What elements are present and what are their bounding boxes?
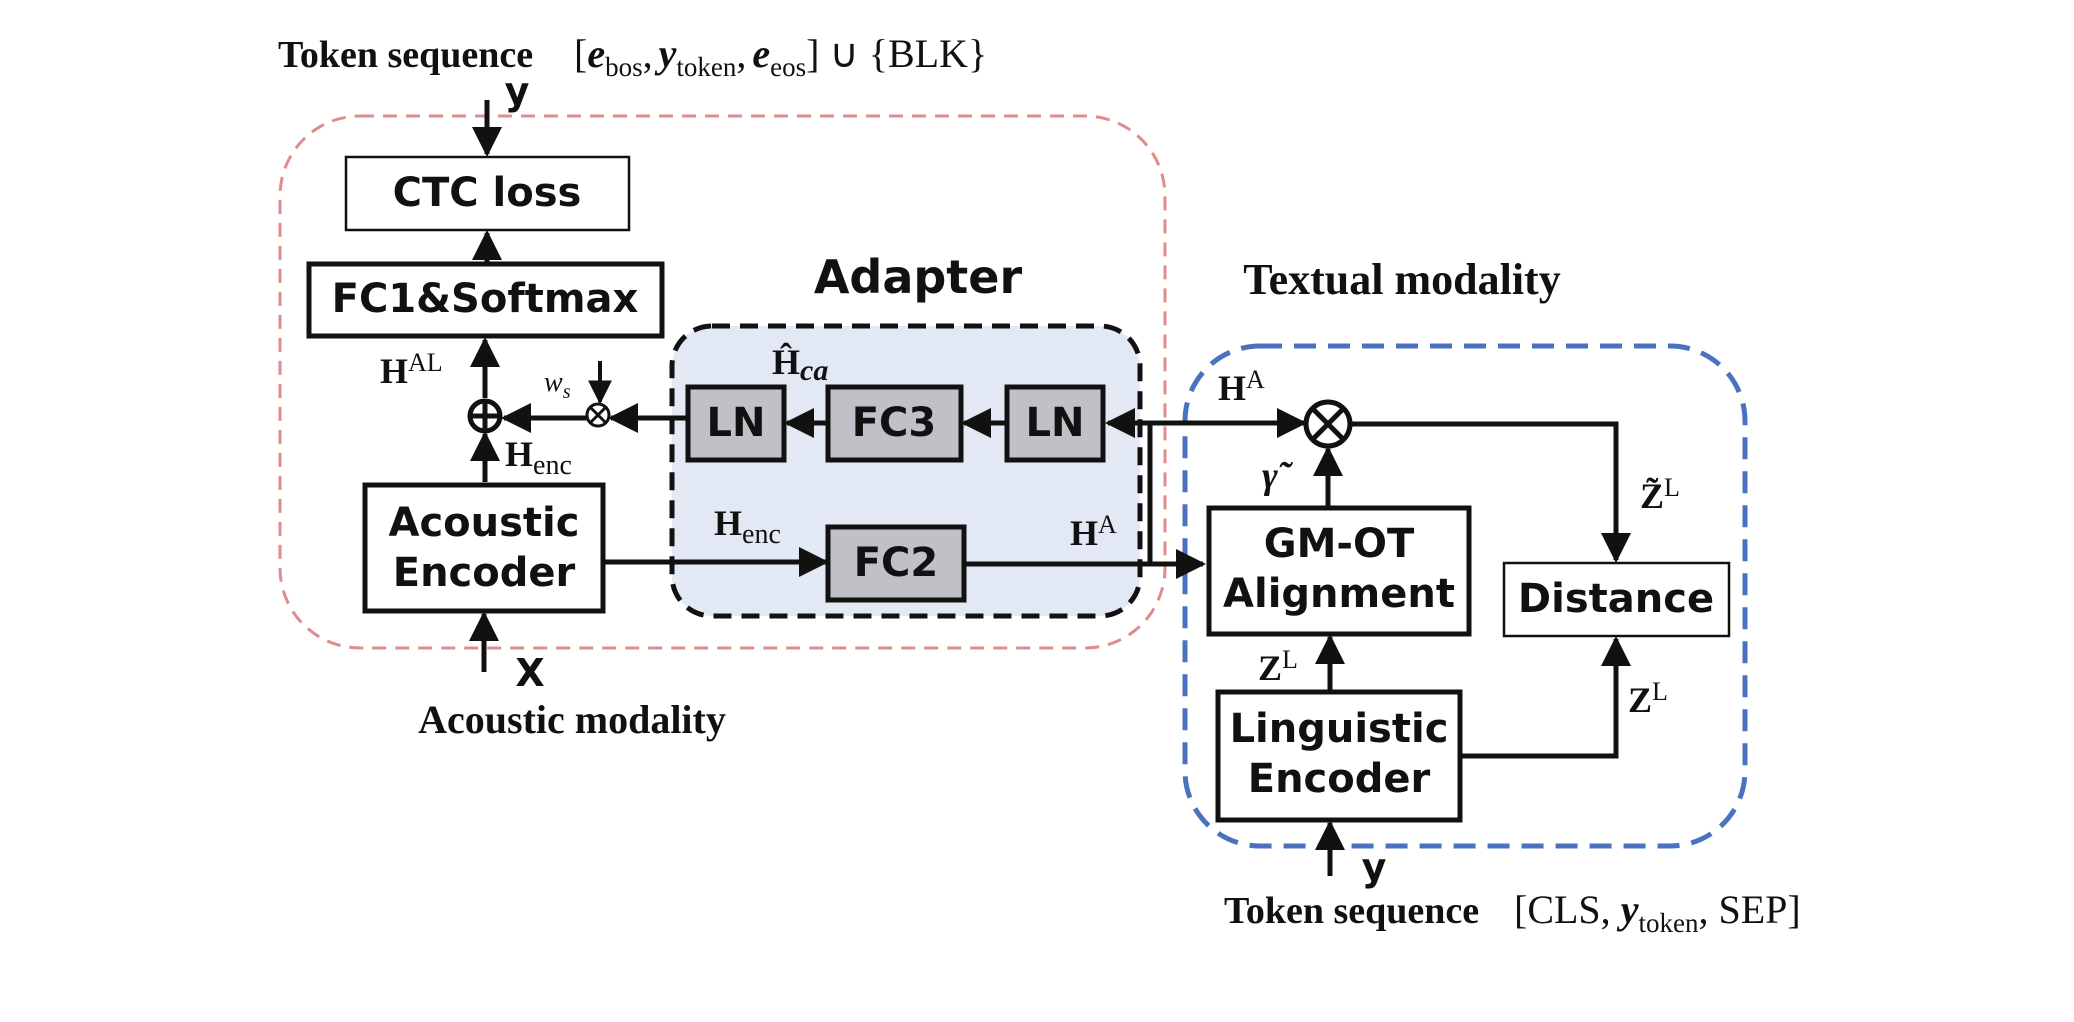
bottom-y-token: y bbox=[1617, 887, 1639, 932]
h-al-label: HAL bbox=[380, 348, 443, 391]
distance-box: Distance bbox=[1502, 561, 1731, 638]
gmot-label-line1: GM-OT bbox=[1264, 521, 1415, 567]
ln-left-label: LN bbox=[707, 400, 766, 446]
svg-text:[CLS, ytoken, SEP]: [CLS, ytoken, SEP] bbox=[1514, 887, 1801, 938]
top-e-bos: e bbox=[587, 31, 605, 76]
h-a-textual-label: HA bbox=[1218, 365, 1265, 408]
top-seq-open: [ bbox=[574, 31, 587, 76]
top-y-input-label: y bbox=[505, 69, 530, 113]
ctc-loss-label: CTC loss bbox=[393, 170, 582, 216]
bottom-token-sequence-label: Token sequence [CLS, ytoken, SEP] bbox=[1224, 887, 1801, 938]
z-tilde-label: Z̃L bbox=[1640, 473, 1680, 516]
acoustic-modality-label: Acoustic modality bbox=[418, 697, 726, 742]
bottom-seq-close: , SEP] bbox=[1698, 887, 1800, 932]
adapter-title: Adapter bbox=[814, 250, 1023, 304]
h-ca-label: Ĥca bbox=[772, 342, 828, 387]
top-seq-close: ] ∪ {BLK} bbox=[806, 31, 987, 76]
fc1-softmax-box: FC1&Softmax bbox=[306, 261, 665, 339]
h-enc-adapter-label: Henc bbox=[714, 503, 781, 550]
h-enc-acoustic-label: Henc bbox=[505, 434, 572, 481]
top-eos-sub: eos bbox=[770, 52, 806, 82]
gmot-label-line2: Alignment bbox=[1223, 571, 1455, 617]
gmot-alignment-box: GM-OT Alignment bbox=[1206, 505, 1472, 637]
linguistic-encoder-label-line2: Encoder bbox=[1248, 756, 1431, 802]
acoustic-modality-region bbox=[278, 114, 1167, 650]
bottom-seq-open: [CLS, bbox=[1514, 887, 1621, 932]
ws-label: ws bbox=[544, 367, 571, 403]
sum-node-icon bbox=[467, 398, 503, 434]
fc1-softmax-label: FC1&Softmax bbox=[332, 276, 639, 322]
textual-modality-title: Textual modality bbox=[1243, 255, 1560, 304]
ctc-loss-box: CTC loss bbox=[344, 155, 631, 232]
z-l-gmot-label: ZL bbox=[1258, 645, 1298, 688]
weight-multiply-node-icon bbox=[585, 402, 611, 428]
bottom-token-sequence-prefix: Token sequence bbox=[1224, 890, 1479, 932]
top-token-sequence-prefix: Token sequence bbox=[278, 34, 533, 76]
ling-to-distance-arrow bbox=[1462, 636, 1631, 759]
multiply-node-icon bbox=[1303, 399, 1353, 449]
multiply-to-distance-arrow bbox=[1350, 421, 1631, 563]
bottom-y-input-label: y bbox=[1362, 845, 1387, 889]
linguistic-encoder-label-line1: Linguistic bbox=[1230, 706, 1449, 752]
ln-right-box: LN bbox=[1004, 384, 1106, 463]
distance-label: Distance bbox=[1518, 576, 1714, 622]
h-a-adapter-label: HA bbox=[1070, 510, 1117, 553]
gamma-label: γ̃ bbox=[1262, 455, 1294, 497]
fc3-label: FC3 bbox=[852, 400, 937, 446]
svg-text:[ebos,ytoken,eeos] ∪ {BLK}: [ebos,ytoken,eeos] ∪ {BLK} bbox=[574, 31, 987, 82]
fc2-box: FC2 bbox=[825, 524, 967, 603]
acoustic-encoder-label-line2: Encoder bbox=[393, 550, 576, 596]
acoustic-encoder-box: Acoustic Encoder bbox=[362, 482, 606, 614]
top-y-token: y bbox=[655, 31, 677, 76]
acoustic-encoder-label-line1: Acoustic bbox=[389, 500, 580, 546]
top-token-sub: token bbox=[676, 52, 736, 82]
ln-right-label: LN bbox=[1026, 400, 1085, 446]
ln-left-box: LN bbox=[685, 384, 787, 463]
fc3-box: FC3 bbox=[825, 384, 964, 463]
bottom-token-sub: token bbox=[1638, 908, 1698, 938]
x-input-label: X bbox=[515, 651, 544, 695]
top-comma-2: , bbox=[736, 31, 746, 76]
linguistic-encoder-box: Linguistic Encoder bbox=[1215, 689, 1463, 823]
top-bos-sub: bos bbox=[605, 52, 643, 82]
fc2-label: FC2 bbox=[854, 540, 939, 586]
z-l-distance-label: ZL bbox=[1628, 677, 1668, 720]
top-comma-1: , bbox=[643, 31, 653, 76]
top-e-eos: e bbox=[752, 31, 770, 76]
textual-modality-region bbox=[1182, 343, 1748, 849]
top-token-sequence-label: Token sequence [ebos,ytoken,eeos] ∪ {BLK… bbox=[278, 31, 987, 82]
